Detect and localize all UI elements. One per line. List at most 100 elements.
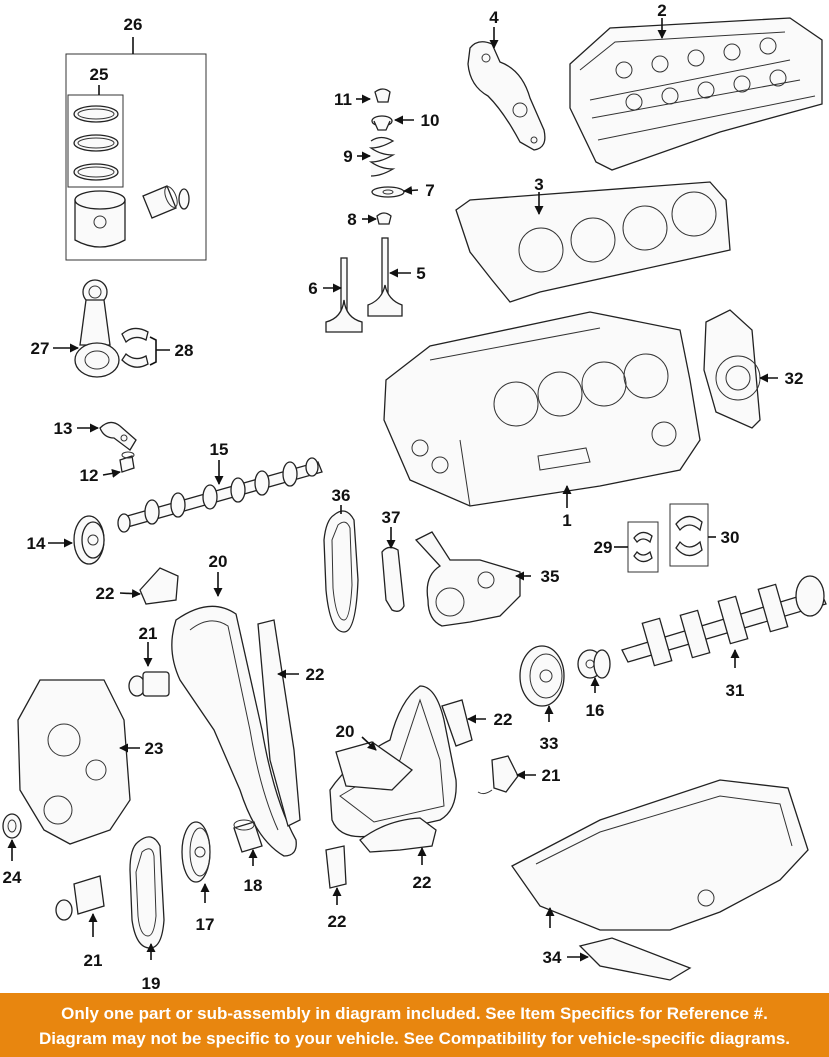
- camshaft-position-sensor-lower: [55, 875, 105, 921]
- crankshaft-pulley: [519, 645, 565, 707]
- callout-2: 2: [657, 1, 666, 20]
- callout-22-lower: 22: [413, 873, 432, 892]
- front-crankshaft-seal: [2, 813, 22, 839]
- oil-pump: [414, 531, 521, 627]
- piston-pin: [142, 185, 178, 219]
- chain-guide-long: [257, 619, 301, 827]
- engine-parts-diagram: 26 25 4 2 11 10 9 7 8 6 5 3 27 28 32 1 1…: [2, 1, 827, 993]
- timing-chain-lower: [129, 836, 165, 949]
- piston-ring-3: [73, 163, 119, 181]
- lash-adjuster: [119, 451, 135, 473]
- idler-bushing: [233, 819, 263, 853]
- piston-ring-2: [73, 134, 119, 152]
- exhaust-valve: [367, 237, 403, 317]
- callout-14: 14: [27, 534, 46, 553]
- disclaimer-banner: Only one part or sub-assembly in diagram…: [0, 993, 829, 1057]
- callout-22-upper: 22: [96, 584, 115, 603]
- callout-30: 30: [721, 528, 740, 547]
- callout-18: 18: [244, 876, 263, 895]
- callout-29: 29: [594, 538, 613, 557]
- engine-block: [383, 311, 701, 507]
- leader-7: [403, 185, 419, 195]
- cylinder-head: [569, 17, 823, 171]
- crankshaft-sprocket: [577, 649, 611, 679]
- crankshaft: [621, 575, 827, 667]
- callout-24: 24: [3, 868, 22, 887]
- callout-21-upper: 21: [139, 624, 158, 643]
- callout-17: 17: [196, 915, 215, 934]
- piston: [74, 190, 126, 248]
- disclaimer-line-1: Only one part or sub-assembly in diagram…: [61, 1004, 768, 1023]
- callout-27: 27: [31, 339, 50, 358]
- piston-kit: [65, 53, 207, 261]
- timing-cover: [17, 679, 131, 845]
- intake-valve: [325, 257, 363, 333]
- leader-22a: [119, 589, 141, 599]
- leader-20b: [361, 736, 377, 751]
- callout-21-middle: 21: [542, 766, 561, 785]
- timing-chain-right: [329, 685, 457, 838]
- camshaft: [117, 457, 323, 533]
- callout-22-middle: 22: [494, 710, 513, 729]
- callout-25: 25: [90, 65, 109, 84]
- callout-12: 12: [80, 466, 99, 485]
- connecting-rod: [74, 279, 120, 378]
- timing-chain-left: [171, 605, 297, 857]
- cylinder-head-gasket: [455, 181, 731, 303]
- rocker-arm: [99, 421, 137, 451]
- main-bearing-set-30: [669, 503, 709, 567]
- callout-13: 13: [54, 419, 73, 438]
- callout-22-guide: 22: [306, 665, 325, 684]
- callout-33: 33: [540, 734, 559, 753]
- chain-tensioner-rail: [325, 845, 347, 889]
- rod-bearing-shells: [121, 327, 149, 368]
- valve-spring-seat: [371, 186, 405, 198]
- callout-5: 5: [416, 264, 425, 283]
- camshaft-adjuster: [73, 515, 105, 565]
- callout-10: 10: [421, 111, 440, 130]
- callout-22-rail: 22: [328, 912, 347, 931]
- callout-23: 23: [145, 739, 164, 758]
- piston-kit-box: [65, 53, 207, 261]
- callout-31: 31: [726, 681, 745, 700]
- callout-16: 16: [586, 701, 605, 720]
- oil-pan-baffle: [578, 937, 692, 981]
- callout-32: 32: [785, 369, 804, 388]
- camshaft-position-sensor-upper: [128, 671, 170, 697]
- callout-1: 1: [562, 511, 571, 530]
- callout-37: 37: [382, 508, 401, 527]
- callout-35: 35: [541, 567, 560, 586]
- valve-stem-seal: [376, 212, 392, 225]
- leader-28: [149, 336, 170, 366]
- callout-26: 26: [124, 15, 143, 34]
- main-bearing-set-29: [627, 521, 659, 573]
- oil-pan: [511, 779, 809, 931]
- callout-9: 9: [343, 147, 352, 166]
- accessory-belt-small: [323, 510, 359, 633]
- crankshaft-position-sensor: [477, 755, 519, 795]
- valve-spring-retainer: [371, 115, 393, 131]
- callout-3: 3: [534, 175, 543, 194]
- camshaft-sprocket: [181, 821, 211, 883]
- callout-21-lower: 21: [84, 951, 103, 970]
- valve-keeper: [374, 88, 391, 103]
- chain-tensioner-upper: [139, 567, 179, 605]
- camshaft-cover-plate: [467, 41, 546, 151]
- valve-spring: [368, 136, 396, 177]
- callout-34: 34: [543, 948, 562, 967]
- callout-8: 8: [347, 210, 356, 229]
- callout-15: 15: [210, 440, 229, 459]
- callout-6: 6: [308, 279, 317, 298]
- piston-ring-box: [67, 94, 124, 188]
- piston-ring-1: [73, 105, 119, 123]
- callout-36: 36: [332, 486, 351, 505]
- rear-engine-cover: [703, 309, 761, 429]
- disclaimer-line-2: Diagram may not be specific to your vehi…: [38, 1029, 791, 1048]
- callout-28: 28: [175, 341, 194, 360]
- callout-19: 19: [142, 974, 161, 993]
- callout-11: 11: [334, 90, 352, 109]
- callout-7: 7: [425, 181, 434, 200]
- chain-guide-short: [381, 546, 405, 612]
- callout-4: 4: [489, 8, 499, 27]
- callout-20-right: 20: [336, 722, 355, 741]
